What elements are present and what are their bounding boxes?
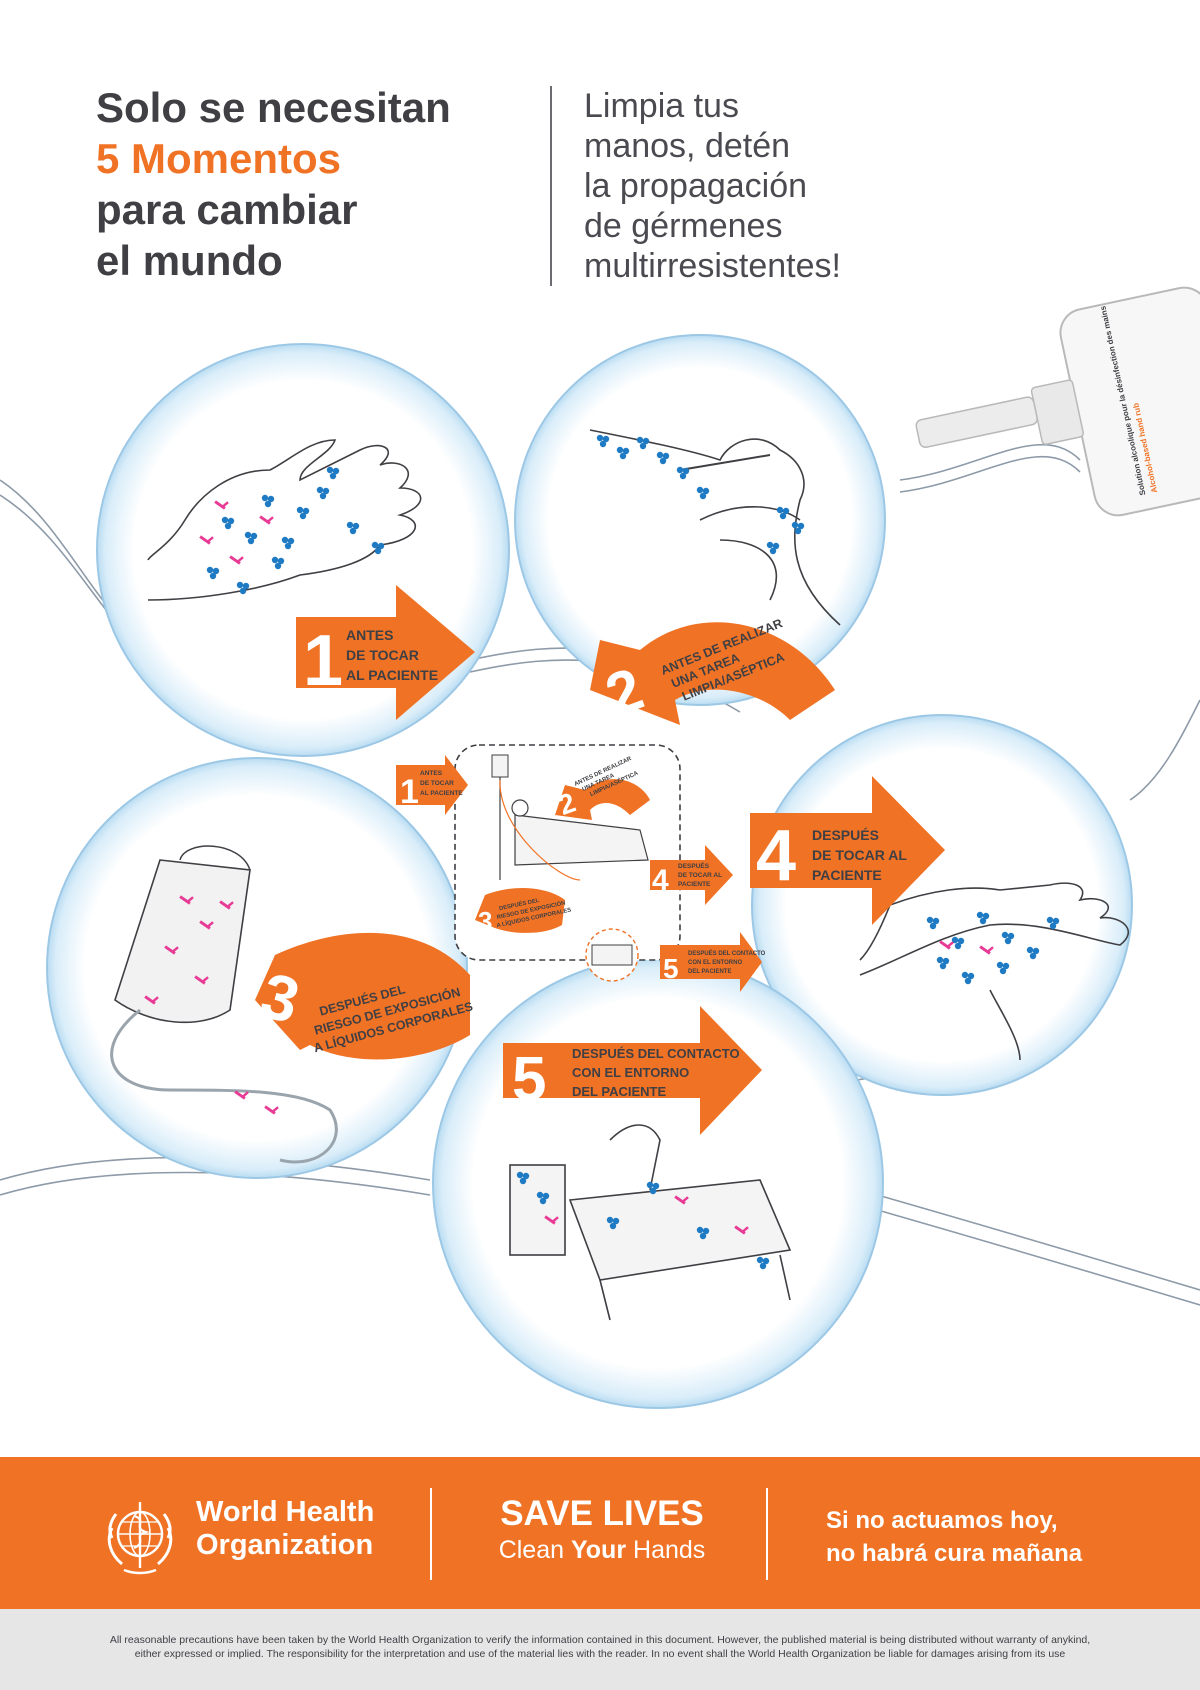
who-name-line-2: Organization bbox=[196, 1529, 374, 1561]
moment-5-label-line: DEL PACIENTE bbox=[572, 1084, 666, 1099]
slogan-line: la propagación bbox=[584, 167, 808, 205]
mini-moment-1-number: 1 bbox=[400, 773, 419, 811]
patient-zone-diagram bbox=[454, 744, 681, 982]
mini-moment-label-line: ANTES bbox=[420, 770, 443, 777]
disclaimer-footer bbox=[0, 1609, 1200, 1690]
moment-3-bubble bbox=[46, 757, 468, 1179]
mini-moment-label-line: DE TOCAR bbox=[420, 780, 454, 787]
mini-moment-1-label: ANTES DE TOCAR AL PACIENTE bbox=[420, 770, 463, 797]
tagline-emphasis: Your bbox=[570, 1536, 627, 1564]
mini-moment-label-line: DE TOCAR AL bbox=[678, 872, 722, 879]
moment-1-label-line: DE TOCAR bbox=[346, 647, 419, 663]
mini-moment-label-line: PACIENTE bbox=[678, 881, 711, 888]
moment-1-label-line: AL PACIENTE bbox=[346, 667, 438, 683]
moment-2-bubble bbox=[514, 334, 886, 706]
who-logo: World Health Organization bbox=[94, 1488, 414, 1580]
title-line-3: para cambiar bbox=[96, 186, 358, 233]
title-line-accent: 5 Momentos bbox=[96, 135, 342, 182]
moment-1-arrow: 1 ANTES DE TOCAR AL PACIENTE bbox=[296, 585, 475, 720]
page-title: Solo se necesitan 5 Momentos para cambia… bbox=[96, 82, 536, 286]
mini-moment-label-line: DESPUÉS DEL CONTACTO bbox=[688, 949, 766, 957]
band-divider bbox=[766, 1488, 768, 1580]
no-cure-line-2: no habrá cura mañana bbox=[826, 1540, 1083, 1567]
moment-4-label-line: PACIENTE bbox=[812, 867, 882, 883]
urine-bag-drawing bbox=[114, 859, 251, 1024]
mini-moment-5-arrow: 5 DESPUÉS DEL CONTACTO CON EL ENTORNO DE… bbox=[660, 932, 767, 992]
open-hand-drawing bbox=[147, 439, 422, 601]
mini-moment-label-line: AL PACIENTE bbox=[420, 790, 463, 797]
slogan-line: de gérmenes bbox=[584, 207, 783, 245]
moment-4-label-line: DESPUÉS bbox=[812, 827, 879, 843]
moment-3-arrow: 3 DESPUÉS DEL RIESGO DE EXPOSICIÓN A LÍQ… bbox=[254, 932, 474, 1060]
mini-moment-4-number: 4 bbox=[652, 864, 669, 897]
tagline-part: Clean bbox=[498, 1536, 571, 1564]
moment-5-label: DESPUÉS DEL CONTACTO CON EL ENTORNO DEL … bbox=[572, 1046, 743, 1099]
moment-4-label-line: DE TOCAR AL bbox=[812, 847, 907, 863]
mini-moment-3-number: 3 bbox=[478, 906, 492, 936]
moment-4-label: DESPUÉS DE TOCAR AL PACIENTE bbox=[812, 827, 911, 883]
mini-moment-label-line: DEL PACIENTE bbox=[688, 969, 731, 975]
mini-moment-5-number: 5 bbox=[663, 953, 679, 984]
save-lives-heading: SAVE LIVES bbox=[500, 1494, 704, 1533]
moment-5-arrow: 5 DESPUÉS DEL CONTACTO CON EL ENTORNO DE… bbox=[503, 1006, 762, 1135]
mini-moment-3-arrow: 3 DESPUÉS DEL RIESGO DE EXPOSICIÓN A LÍQ… bbox=[475, 888, 572, 936]
back-of-hand-drawing bbox=[859, 882, 1129, 1061]
who-emblem-icon bbox=[107, 1502, 173, 1575]
band-divider bbox=[430, 1488, 432, 1580]
moment-1-number: 1 bbox=[303, 621, 343, 701]
moment-5-label-line: CON EL ENTORNO bbox=[572, 1065, 689, 1080]
moment-1-label-line: ANTES bbox=[346, 627, 393, 643]
moment-1-label: ANTES DE TOCAR AL PACIENTE bbox=[346, 627, 438, 683]
disclaimer-line: All reasonable precautions have been tak… bbox=[109, 1634, 1091, 1646]
moment-5-bubble bbox=[432, 957, 884, 1409]
slogan-line: Limpia tus bbox=[584, 87, 739, 125]
mini-moment-label-line: DESPUÉS bbox=[678, 861, 710, 870]
moment-5-label-line: DESPUÉS DEL CONTACTO bbox=[572, 1046, 740, 1061]
hand-with-needle-drawing bbox=[589, 429, 841, 626]
who-name-line-1: World Health bbox=[196, 1496, 375, 1528]
slogan: Limpia tus manos, detén la propagación d… bbox=[584, 86, 984, 286]
clean-your-hands-tagline: Clean Your Hands bbox=[440, 1534, 764, 1566]
title-line-1: Solo se necesitan bbox=[96, 84, 451, 131]
no-cure-line-1: Si no actuamos hoy, bbox=[826, 1507, 1058, 1534]
tagline-part: Hands bbox=[626, 1536, 706, 1564]
slogan-line: multirresistentes! bbox=[584, 247, 841, 285]
disclaimer-text: All reasonable precautions have been tak… bbox=[60, 1633, 1140, 1661]
no-cure-message: Si no actuamos hoy, no habrá cura mañana bbox=[826, 1504, 1126, 1570]
mini-moment-4-label: DESPUÉS DE TOCAR AL PACIENTE bbox=[678, 861, 724, 888]
save-lives-campaign: SAVE LIVES Clean Your Hands bbox=[440, 1494, 764, 1566]
moment-4-number: 4 bbox=[756, 816, 796, 896]
mini-moment-5-label: DESPUÉS DEL CONTACTO CON EL ENTORNO DEL … bbox=[688, 949, 767, 975]
mini-moment-label-line: CON EL ENTORNO bbox=[688, 960, 742, 966]
hospital-bed-drawing bbox=[568, 1179, 792, 1281]
moment-4-arrow: 4 DESPUÉS DE TOCAR AL PACIENTE bbox=[750, 776, 945, 925]
moment-2-arrow: 2 ANTES DE REALIZAR UNA TAREA LIMPIA/ASÉ… bbox=[590, 616, 835, 729]
five-moments-illustration: 1 ANTES DE TOCAR AL PACIENTE 2 ANTES DE … bbox=[0, 286, 1200, 1409]
who-name: World Health Organization bbox=[196, 1496, 374, 1562]
mini-moment-4-arrow: 4 DESPUÉS DE TOCAR AL PACIENTE bbox=[650, 845, 733, 905]
moment-5-number: 5 bbox=[512, 1045, 546, 1114]
mini-moment-1-arrow: 1 ANTES DE TOCAR AL PACIENTE bbox=[396, 755, 468, 815]
title-line-4: el mundo bbox=[96, 237, 283, 284]
slogan-line: manos, detén bbox=[584, 127, 791, 165]
disclaimer-line: either expressed or implied. The respons… bbox=[134, 1648, 1066, 1660]
moment-4-bubble bbox=[751, 714, 1133, 1096]
header-divider bbox=[550, 86, 552, 286]
hand-rub-bottle: Solution alcoolique pour la désinfection… bbox=[915, 286, 1200, 517]
footer-band bbox=[0, 1457, 1200, 1609]
